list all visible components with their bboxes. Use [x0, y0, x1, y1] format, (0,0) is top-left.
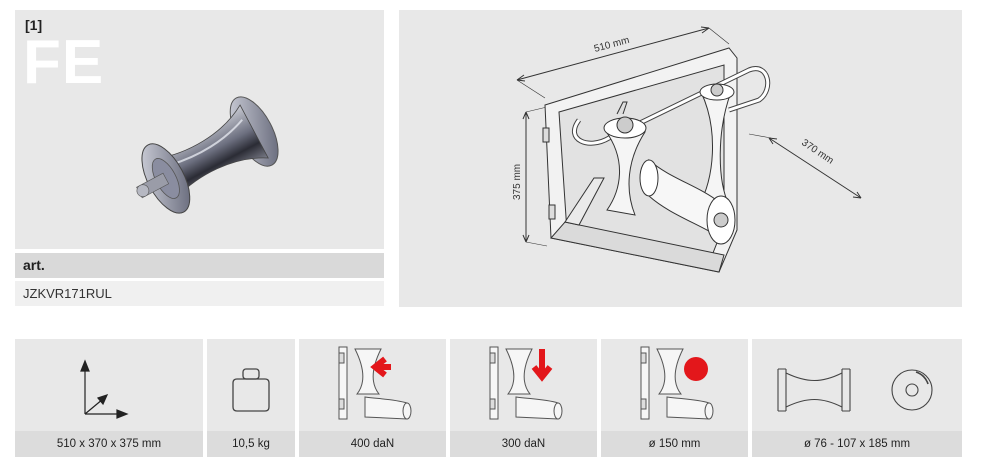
- vertical-load-icon: [489, 346, 563, 420]
- roller-assembly-technical-drawing: 510 mm 375 mm 370 mm: [512, 26, 862, 273]
- spec-horizontal-load: 400 daN: [299, 339, 446, 457]
- dimension-height: 375 mm: [512, 164, 523, 200]
- spec-weight: 10,5 kg: [207, 339, 295, 457]
- article-number: JZKVR171RUL: [15, 281, 384, 306]
- spec-dimensions: 510 x 370 x 375 mm: [15, 339, 203, 457]
- roller-size-icon: [777, 368, 933, 412]
- spec-cable-diameter-label: ø 150 mm: [601, 431, 748, 457]
- dimension-width: 510 mm: [593, 35, 631, 55]
- product-code: FE: [23, 28, 105, 97]
- spec-horizontal-load-label: 400 daN: [299, 431, 446, 457]
- technical-drawing-panel: 510 mm 375 mm 370 mm: [399, 10, 962, 307]
- spec-vertical-load-label: 300 daN: [450, 431, 597, 457]
- weight-icon: [232, 368, 270, 412]
- spec-dimensions-label: 510 x 370 x 375 mm: [15, 431, 203, 457]
- dimension-depth: 370 mm: [799, 137, 835, 166]
- specification-strip: 510 x 370 x 375 mm 10,5 kg 400 daN: [15, 339, 962, 457]
- spec-weight-label: 10,5 kg: [207, 431, 295, 457]
- spec-roller-size-label: ø 76 - 107 x 185 mm: [752, 431, 962, 457]
- cable-roller-photo: [136, 96, 279, 214]
- horizontal-load-icon: [338, 346, 412, 420]
- reference-tag: [1]: [25, 17, 43, 33]
- dimensions-axes-icon: [80, 359, 129, 419]
- spec-vertical-load: 300 daN: [450, 339, 597, 457]
- cable-diameter-icon: [640, 346, 714, 420]
- product-panel: [1] FE: [15, 10, 384, 249]
- spec-roller-size: ø 76 - 107 x 185 mm: [752, 339, 962, 457]
- article-label: art.: [15, 253, 384, 278]
- spec-cable-diameter: ø 150 mm: [601, 339, 748, 457]
